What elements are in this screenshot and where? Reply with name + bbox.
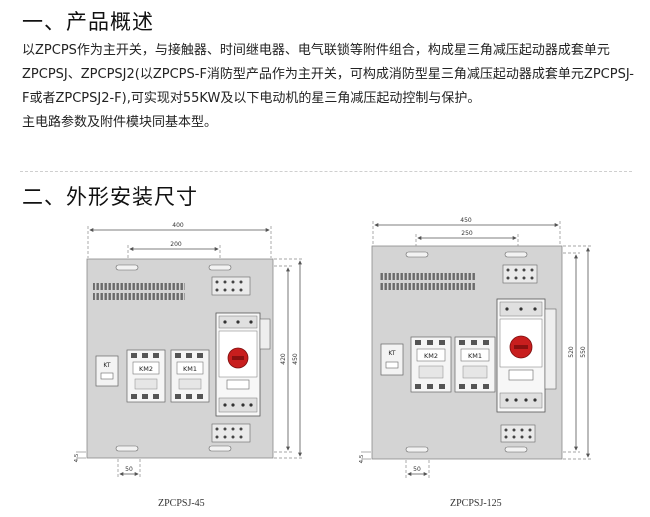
dim-height-inner-label: 420 bbox=[280, 353, 287, 365]
dim-height-inner-label: 520 bbox=[568, 346, 575, 358]
drawing-zpcpsj-45: 400 200 KT KM2 bbox=[74, 222, 304, 479]
contactor-km2 bbox=[410, 336, 452, 393]
section-heading-overview: 一、产品概述 bbox=[22, 10, 154, 34]
drawing-caption-1: ZPCPSJ-45 bbox=[158, 498, 205, 509]
dim-height-label: 550 bbox=[580, 346, 587, 358]
dim-bottom-gap-label: 4.5 bbox=[74, 453, 80, 462]
section-heading-dimensions: 二、外形安装尺寸 bbox=[22, 185, 198, 209]
overview-text: 以ZPCPS作为主开关，与接触器、时间继电器、电气联锁等附件组合，构成星三角减压… bbox=[22, 39, 634, 135]
dim-bottom-width-label: 50 bbox=[125, 466, 133, 473]
km1-label: KM1 bbox=[183, 365, 197, 373]
km2-label: KM2 bbox=[424, 352, 438, 360]
dim-inner-width-label: 200 bbox=[170, 241, 182, 248]
contactor-km2 bbox=[126, 349, 166, 403]
kt-label: KT bbox=[388, 350, 395, 357]
overview-paragraph-2: 主电路参数及附件模块同基本型。 bbox=[22, 115, 218, 130]
kt-label: KT bbox=[103, 362, 110, 369]
overview-paragraph-1: 以ZPCPS作为主开关，与接触器、时间继电器、电气联锁等附件组合，构成星三角减压… bbox=[22, 43, 634, 106]
contactor-km1 bbox=[454, 336, 496, 393]
drawing-caption-2: ZPCPSJ-125 bbox=[450, 498, 502, 509]
drawing-zpcpsj-125: 450 250 KT KM2 KM1 bbox=[359, 217, 592, 479]
time-relay-kt bbox=[380, 343, 404, 376]
dim-width-label: 400 bbox=[172, 222, 184, 229]
dim-width-label: 450 bbox=[460, 217, 472, 224]
km1-label: KM1 bbox=[468, 352, 482, 360]
dim-bottom-gap-label: 4.5 bbox=[359, 454, 365, 463]
dim-bottom-width-label: 50 bbox=[413, 466, 421, 473]
dim-height-label: 450 bbox=[292, 353, 299, 365]
km2-label: KM2 bbox=[139, 365, 153, 373]
time-relay-kt bbox=[95, 355, 119, 387]
dim-inner-width-label: 250 bbox=[461, 230, 473, 237]
contactor-km1 bbox=[170, 349, 210, 403]
section-divider bbox=[20, 171, 632, 172]
